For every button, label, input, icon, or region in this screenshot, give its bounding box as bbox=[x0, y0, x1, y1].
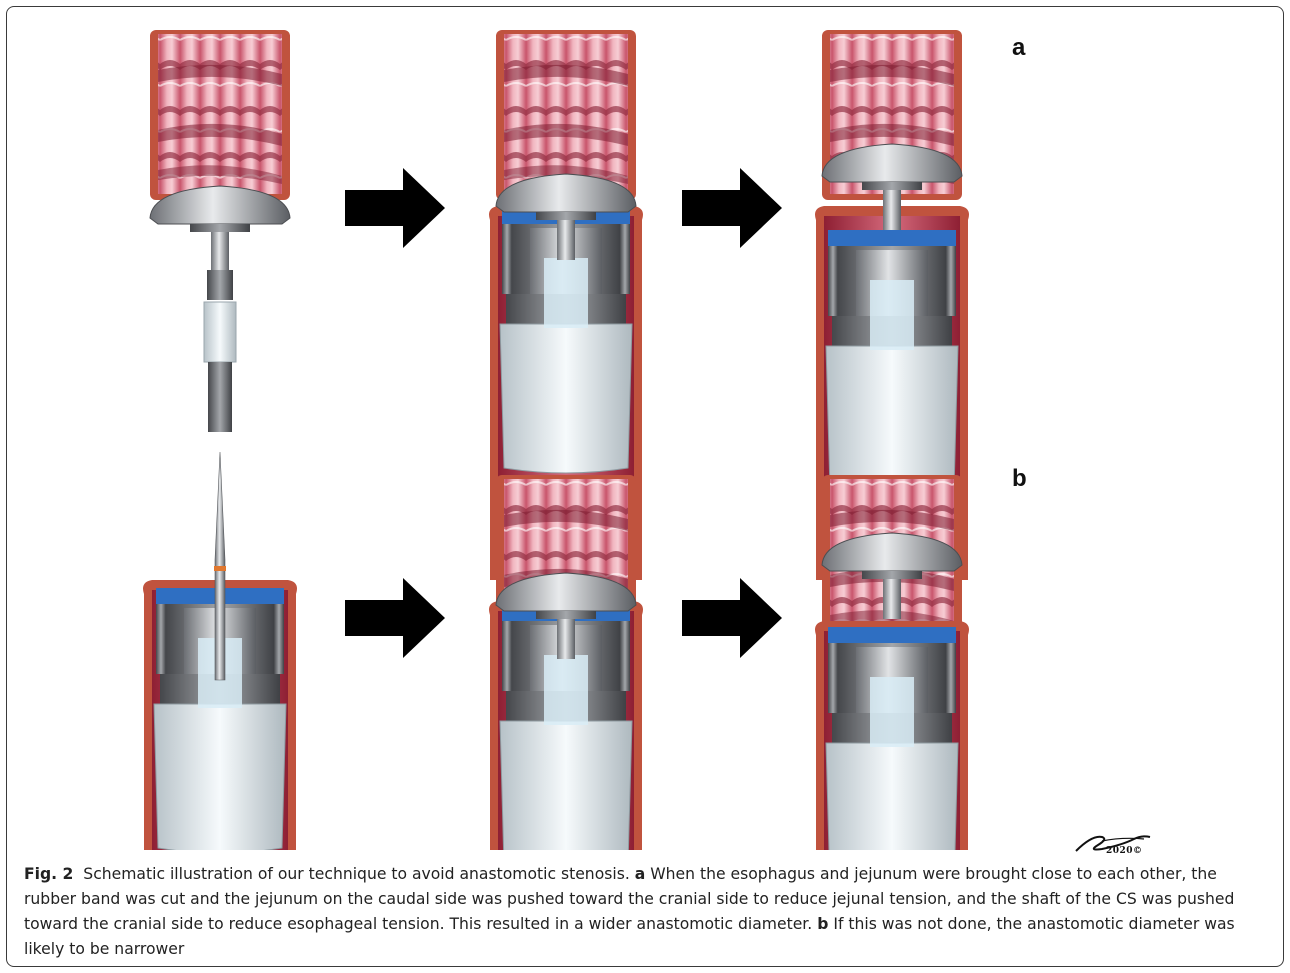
signature-year: 2020© bbox=[1106, 846, 1143, 856]
figure-caption: Fig. 2 Schematic illustration of our tec… bbox=[24, 862, 1264, 962]
arrow-b2 bbox=[682, 578, 782, 658]
panel-label-b: b bbox=[1012, 465, 1027, 493]
arrow-b1 bbox=[345, 578, 445, 658]
panel-a1 bbox=[150, 30, 290, 432]
panel-b3 bbox=[815, 475, 969, 850]
panel-label-a: a bbox=[1012, 34, 1025, 62]
schematic-illustration bbox=[0, 0, 1290, 850]
caption-a-label: a bbox=[635, 865, 646, 883]
arrow-a1 bbox=[345, 168, 445, 248]
panel-b1 bbox=[143, 452, 297, 850]
caption-b-label: b bbox=[817, 915, 828, 933]
caption-title: Schematic illustration of our technique … bbox=[83, 865, 629, 883]
arrow-a2 bbox=[682, 168, 782, 248]
panel-b2 bbox=[489, 475, 643, 850]
figure-number: Fig. 2 bbox=[24, 865, 73, 883]
